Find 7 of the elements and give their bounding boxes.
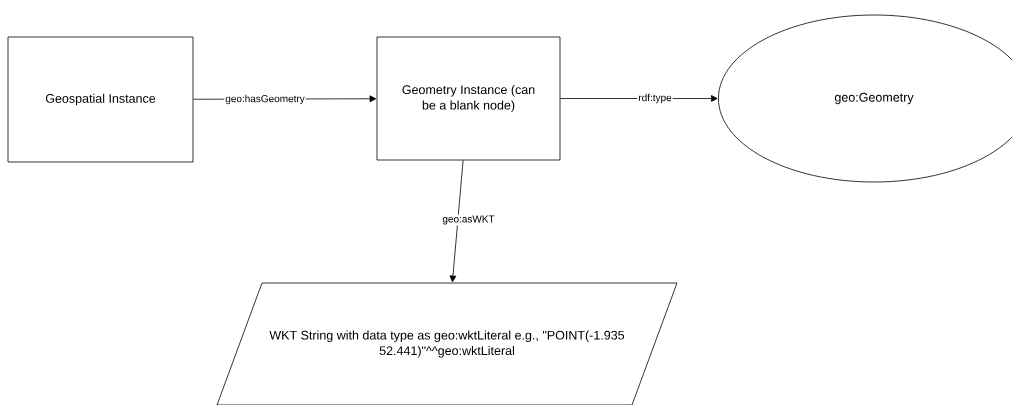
edge-label: geo:asWKT [441, 214, 496, 226]
edge-label: geo:hasGeometry [224, 93, 306, 106]
arrow [449, 160, 464, 283]
data-parallelogram: WKT String with data type as geo:wktLiteral e.g., "POINT(-1.935 52.441)"^^geo:wktLiteral [216, 282, 678, 405]
process-box: Geometry Instance (can be a blank node) [376, 36, 561, 161]
edge-label: rdf:type [637, 92, 673, 105]
process-box: Geospatial Instance [7, 36, 194, 163]
